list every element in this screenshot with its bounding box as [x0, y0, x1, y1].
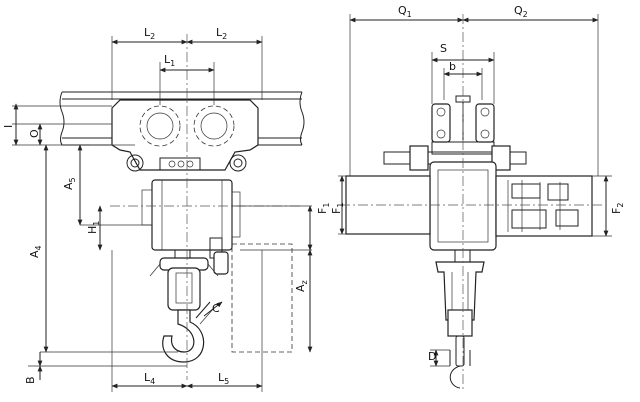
hook-block — [149, 250, 219, 363]
dim-label-d: D — [428, 350, 436, 363]
dim-label-l2-right: L2 — [216, 26, 227, 41]
dim-label-q1: Q1 — [398, 4, 412, 19]
dim-label-l4: L4 — [144, 371, 155, 386]
dim-label-h1: H1 — [86, 221, 101, 234]
dim-label-l5: L5 — [218, 371, 229, 386]
side-hoist-body — [345, 161, 593, 251]
side-hook-block — [435, 250, 485, 389]
dim-label-q2: Q2 — [514, 4, 528, 19]
dim-label-o: O — [28, 129, 41, 138]
dim-label-b: B — [24, 376, 37, 384]
side-view: Q1 Q2 S b F1 F2 D — [330, 4, 625, 392]
dim-label-c: C — [212, 302, 220, 315]
front-view: L2 L2 L1 I O A5 H1 A4 Az F1 C B L4 L5 — [2, 26, 331, 392]
dim-label-b-small: b — [449, 60, 456, 73]
dim-label-i: I — [2, 125, 15, 128]
hoist-body — [141, 179, 241, 275]
dim-label-az: Az — [294, 280, 309, 292]
dim-label-a4: A4 — [28, 245, 43, 258]
dim-label-a5: A5 — [62, 177, 77, 190]
dim-label-s: S — [440, 42, 447, 55]
dim-label-l1: L1 — [164, 53, 175, 68]
trolley — [111, 99, 259, 172]
dim-label-l2-left: L2 — [144, 26, 155, 41]
dim-label-f1: F1 — [316, 203, 331, 214]
dim-label-f2: F2 — [610, 203, 625, 214]
dim-label-f1-side: F1 — [330, 203, 345, 214]
side-trolley — [383, 95, 527, 171]
